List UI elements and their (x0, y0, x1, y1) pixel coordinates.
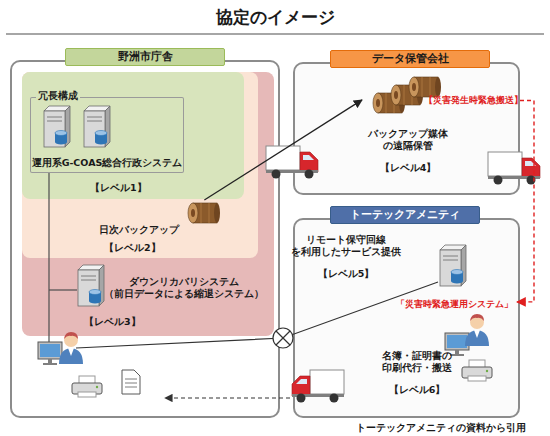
person-icon (59, 332, 83, 364)
level2-zone: 【レベル2】【レベル1】冗長構成運用系G-COAS総合行政システム日次バックアッ… (22, 72, 258, 258)
truck-icon (488, 152, 540, 185)
remote-line (76, 282, 438, 348)
system-name: 運用系G-COAS総合行政システム (30, 157, 184, 169)
lan-wire (48, 173, 49, 342)
server-icon (76, 264, 106, 308)
server-icon (438, 244, 468, 288)
server-icon (42, 105, 72, 149)
storage-label: バックアップ媒体 の遠隔保管 (362, 128, 454, 152)
system-name: ダウンリカバリシステム （前日データによる縮退システム） (104, 276, 264, 300)
level-label: 【レベル1】 (90, 182, 147, 194)
backup-tape: 日次バックアップ (95, 200, 230, 240)
printer-icon (72, 376, 102, 397)
redundancy-box: 冗長構成運用系G-COAS総合行政システム (30, 97, 184, 173)
emergency-server: 「災害時緊急運用システム」 (392, 240, 517, 312)
lan-wire (49, 289, 77, 290)
tape-icon (188, 203, 220, 223)
monitor-icon (38, 342, 62, 365)
person-icon (465, 314, 489, 346)
level-label: 【レベル2】 (104, 242, 161, 254)
source-caption: トーテックアメニティの資料から引用 (356, 422, 526, 434)
vendor-box: トーテックアメニティ「災害時緊急運用システム」 (293, 218, 520, 418)
truck-icon (266, 146, 318, 179)
level-label: 【レベル3】 (84, 316, 141, 328)
remote-tape-storage: バックアップ媒体 の遠隔保管【レベル4】 (362, 76, 454, 180)
level1-zone: 【レベル1】冗長構成運用系G-COAS総合行政システム (22, 72, 244, 199)
cut-symbol (273, 328, 293, 348)
monitor-icon (445, 333, 469, 356)
group-heading: 冗長構成 (36, 90, 80, 102)
backup-label: 日次バックアップ (99, 224, 179, 236)
connector-arrow (517, 101, 534, 302)
diagram-title: 協定のイメージ (0, 6, 550, 28)
level-label: 【レベル4】 (362, 162, 454, 174)
document-icon (122, 370, 140, 394)
server-icon (84, 106, 110, 147)
cut-cross (276, 331, 290, 345)
emergency-label: 「災害時緊急運用システム」 (392, 298, 517, 310)
connector-arrow (204, 100, 362, 200)
site-tab: 野洲市庁舎 (65, 48, 225, 66)
server-icon (440, 245, 466, 286)
title-underline (6, 33, 544, 35)
tape-icon (409, 77, 441, 97)
company-tab: データ保管会社 (330, 50, 490, 68)
server-icon (78, 265, 104, 306)
server-icon (44, 106, 70, 147)
tape-icon (187, 202, 221, 224)
printer-icon (462, 360, 492, 381)
delivery-arrow (165, 397, 290, 398)
server-icon (82, 105, 112, 149)
tape-icon (408, 76, 442, 98)
truck-icon (292, 370, 344, 403)
storage-company-box: データ保管会社バックアップ媒体 の遠隔保管【レベル4】 (293, 62, 520, 195)
cut-cross (276, 331, 290, 345)
site-box: 野洲市庁舎【レベル3】【レベル2】【レベル1】冗長構成運用系G-COAS総合行政… (10, 60, 280, 418)
level3-zone: 【レベル3】【レベル2】【レベル1】冗長構成運用系G-COAS総合行政システム日… (22, 72, 274, 336)
recovery-server: ダウンリカバリシステム （前日データによる縮退システム） (74, 262, 264, 310)
company-tab: トーテックアメニティ (330, 206, 480, 224)
